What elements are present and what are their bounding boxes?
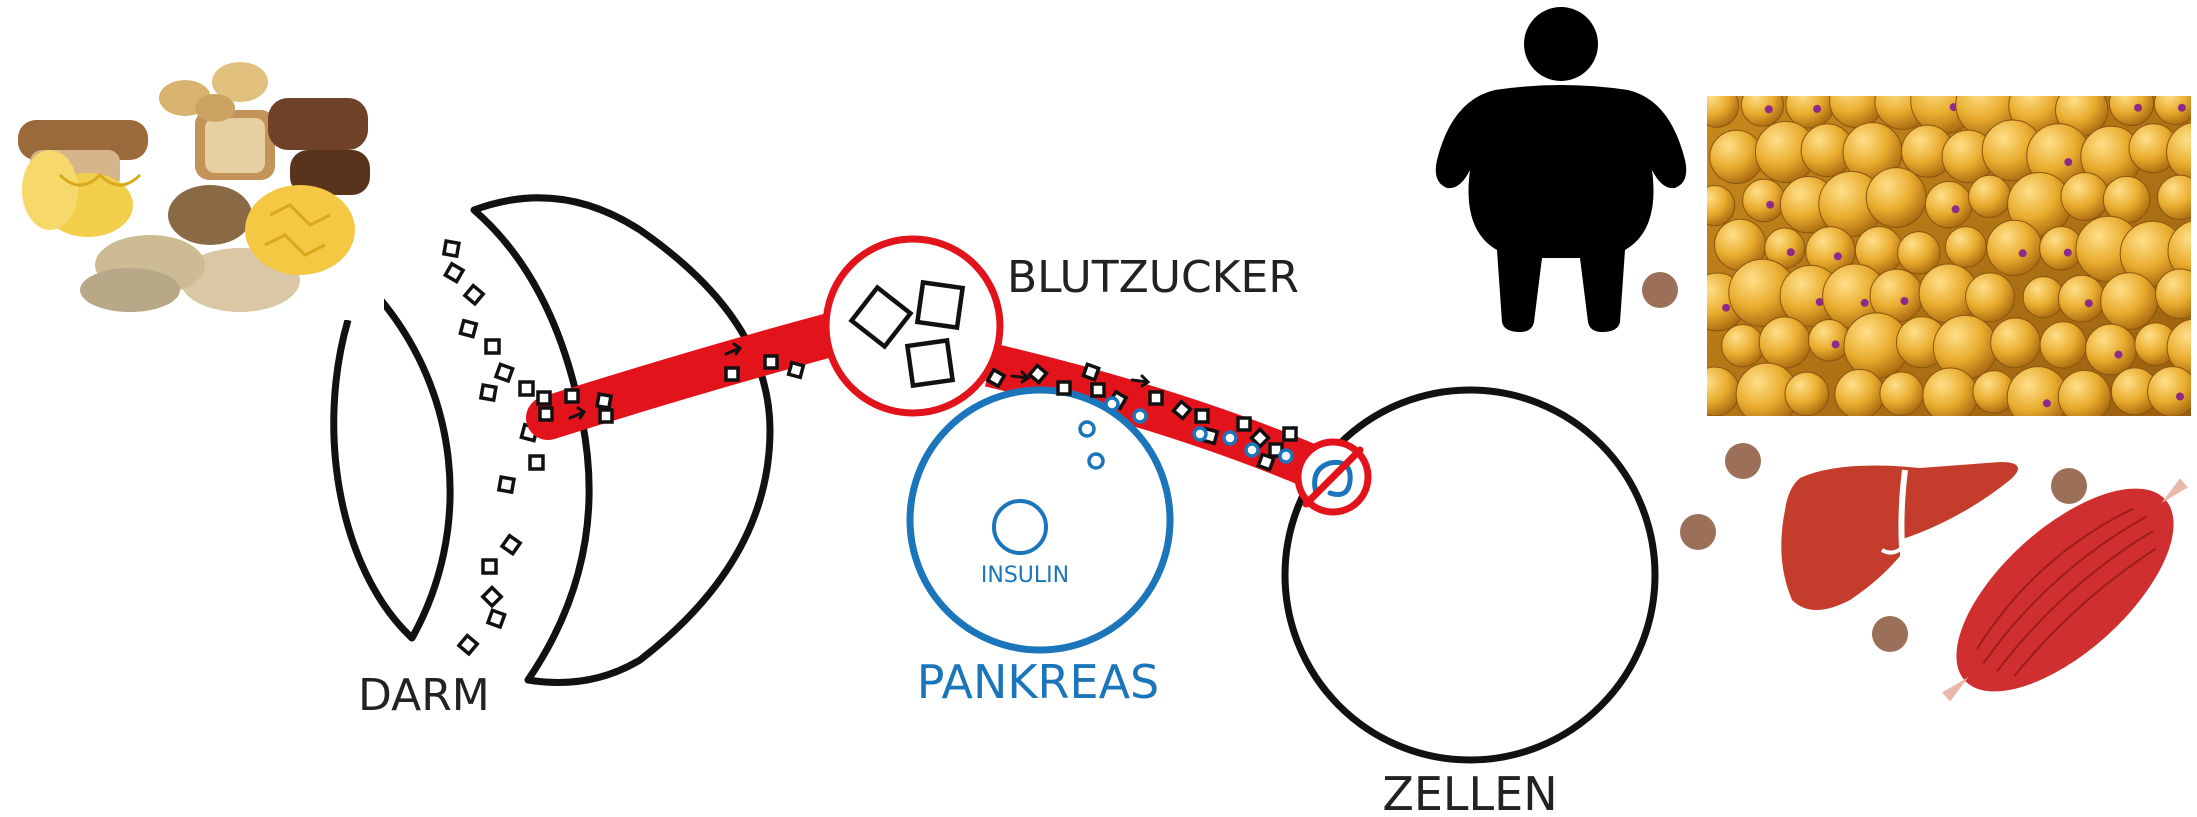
fat-cell (2109, 81, 2153, 125)
pancreas-label: PANKREAS (917, 655, 1160, 709)
fat-cell-nucleus (1861, 299, 1869, 307)
fat-cell (1759, 317, 1810, 368)
fat-cell (1925, 182, 1971, 228)
cells-label: ZELLEN (1382, 767, 1557, 817)
fat-cell-nucleus (1834, 252, 1842, 260)
fat-cell (1969, 175, 2011, 217)
fat-cell (2158, 175, 2197, 220)
fat-droplet (1872, 616, 1908, 652)
fat-cell-nucleus (1722, 304, 1730, 312)
fat-cell (1866, 168, 1926, 228)
fat-cell (1695, 186, 1735, 226)
fat-cell (1690, 367, 1739, 416)
fat-cell-nucleus (1832, 340, 1840, 348)
fat-cell (1946, 227, 1987, 268)
photo-overlap (340, 276, 384, 320)
fat-droplet (1680, 514, 1716, 550)
intestine-right-wall (474, 198, 770, 683)
fat-cell (2101, 273, 2158, 330)
blood-sugar-circle (826, 239, 1000, 413)
blood-sugar-label: BLUTZUCKER (1007, 252, 1299, 303)
fat-cell (1987, 220, 2042, 275)
fat-cell-nucleus (1766, 201, 1774, 209)
carbohydrate-food-icon (18, 62, 370, 312)
glucose-molecules-intestine (444, 241, 543, 654)
fat-cell (2061, 173, 2109, 221)
fat-cell (2059, 275, 2106, 322)
intestine-left-wall (334, 292, 450, 638)
fat-cell (1991, 318, 2041, 368)
fat-cell (1722, 325, 1764, 367)
fat-cell-nucleus (2115, 351, 2123, 359)
blocked-receptor-icon (1298, 442, 1368, 512)
fat-droplet (1725, 443, 1761, 479)
fat-cell-nucleus (1813, 105, 1821, 113)
intestine-label: DARM (358, 670, 490, 721)
fat-cell (2148, 367, 2197, 417)
fat-cell-nucleus (1952, 205, 1960, 213)
intestine-shape (334, 198, 770, 683)
fat-cell (1710, 130, 1763, 183)
fat-cell (1785, 372, 1829, 416)
fat-cell (1786, 80, 1834, 128)
fat-cell (1743, 179, 1786, 222)
fat-cell (1809, 320, 1851, 362)
fat-cell (1923, 368, 1978, 423)
fat-cell (1741, 84, 1783, 126)
fat-cell (2103, 176, 2149, 222)
fat-cell (1966, 273, 2015, 322)
fat-cell-nucleus (2178, 104, 2186, 112)
pancreas (910, 390, 1170, 650)
fat-cell-nucleus (2064, 249, 2072, 257)
fat-cell (2040, 322, 2086, 368)
fat-droplet (1642, 272, 1678, 308)
fat-cell-nucleus (1765, 105, 1773, 113)
fat-cell (2154, 82, 2196, 124)
fat-cell (1880, 372, 1923, 415)
fat-cell-nucleus (2064, 158, 2072, 166)
fat-cell (2058, 370, 2110, 422)
fat-cell-nucleus (2019, 249, 2027, 257)
fat-cell-nucleus (2176, 393, 2184, 401)
fat-cells-icon (1689, 67, 2197, 427)
fat-cell-nucleus (2085, 299, 2093, 307)
liver-icon (1781, 462, 2018, 610)
fat-cell (2086, 324, 2137, 375)
fat-cell-nucleus (2043, 399, 2051, 407)
fat-cell-nucleus (1787, 248, 1795, 256)
fat-cell (1835, 369, 1884, 418)
fat-cell-nucleus (2134, 104, 2142, 112)
pancreas-circle (910, 390, 1170, 650)
fat-droplet (2051, 468, 2087, 504)
fat-cell (1695, 84, 1738, 127)
fat-cell (2023, 277, 2064, 318)
insulin-label: INSULIN (981, 563, 1069, 588)
fat-cell-nucleus (1901, 297, 1909, 305)
